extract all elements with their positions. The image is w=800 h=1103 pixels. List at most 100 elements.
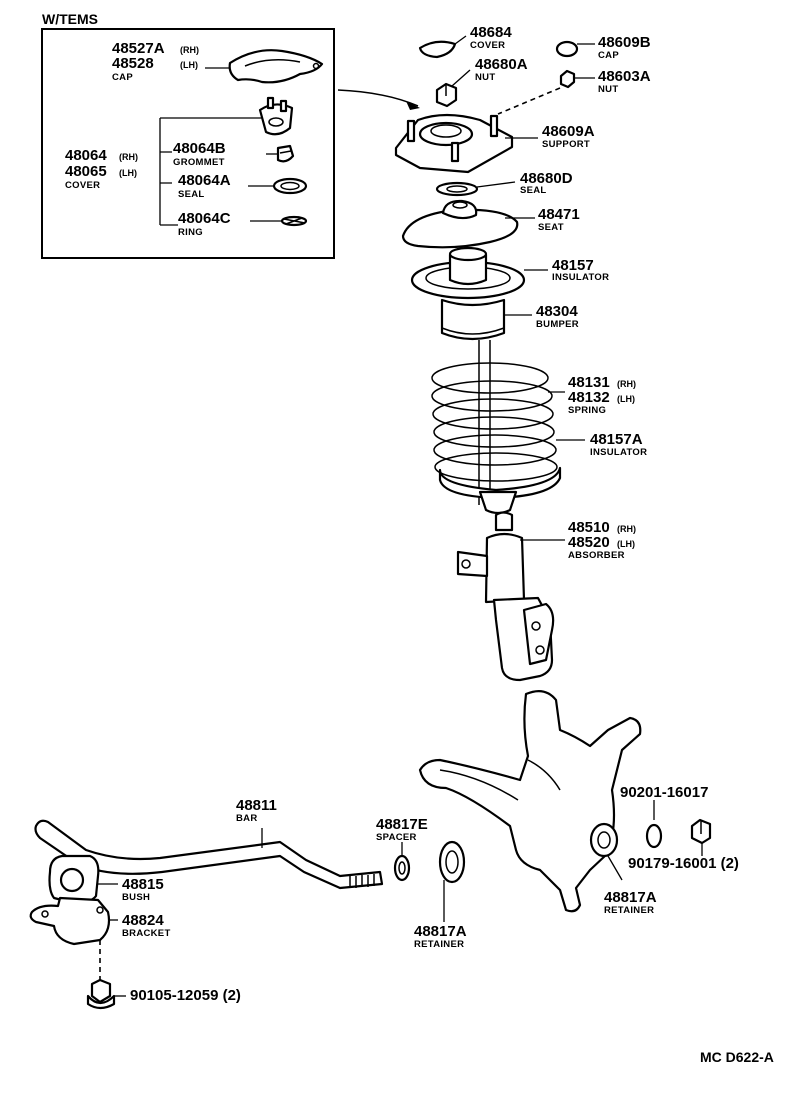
svg-text:48817A: 48817A [604, 889, 657, 906]
callout-90201: 90201-16017 [620, 784, 708, 801]
cap-48527a-part [228, 49, 324, 84]
svg-text:48609A: 48609A [542, 123, 595, 140]
bush-48815-part [48, 854, 100, 904]
svg-text:COVER: COVER [65, 180, 100, 191]
diagram-code: MC D622-A [700, 1049, 774, 1065]
lead-48680d [476, 181, 516, 188]
svg-text:SEAL: SEAL [178, 189, 205, 200]
svg-text:48680A: 48680A [475, 56, 528, 73]
seat-48471-part [401, 199, 519, 249]
insulator-48157-part [410, 246, 526, 300]
bracket-48824-part [29, 896, 111, 946]
svg-text:48510: 48510 [568, 519, 610, 536]
svg-text:(LH): (LH) [617, 539, 635, 549]
callout-90105: 90105-12059 (2) [130, 987, 241, 1004]
svg-text:48064C: 48064C [178, 210, 231, 227]
callout-48471: 48471 SEAT [538, 206, 580, 233]
svg-text:ABSORBER: ABSORBER [568, 550, 625, 561]
svg-text:CAP: CAP [112, 72, 133, 83]
svg-text:48603A: 48603A [598, 68, 651, 85]
inset-arrow [337, 89, 419, 107]
bumper-48304-part [440, 298, 506, 341]
svg-text:48064A: 48064A [178, 172, 231, 189]
callout-90179: 90179-16001 (2) [628, 855, 739, 872]
svg-text:48811: 48811 [236, 797, 277, 814]
stabilizer-bar-48811-part [34, 819, 384, 890]
svg-text:SPACER: SPACER [376, 832, 417, 843]
callout-48817a-left: 48817A RETAINER [414, 923, 467, 950]
svg-text:BAR: BAR [236, 813, 257, 824]
callout-48157a: 48157A INSULATOR [590, 431, 647, 458]
spring-48131-part [431, 340, 558, 505]
insulator-48157a-part [438, 466, 562, 515]
callout-48064b: 48064B GROMMET [173, 140, 226, 168]
inset-frame [41, 28, 335, 259]
svg-text:CAP: CAP [598, 50, 619, 61]
callout-48811: 48811 BAR [236, 797, 277, 824]
callout-48817e: 48817E SPACER [376, 816, 428, 843]
nut-48603a-part [559, 69, 576, 89]
svg-text:SEAL: SEAL [520, 185, 547, 196]
svg-text:COVER: COVER [470, 40, 505, 51]
callout-48680d: 48680D SEAL [520, 170, 573, 196]
svg-text:NUT: NUT [598, 84, 618, 95]
lead-48684 [454, 35, 467, 45]
callout-48131: 48131 (RH) 48132 (LH) SPRING [568, 374, 636, 416]
callout-48510: 48510 (RH) 48520 (LH) ABSORBER [568, 519, 636, 561]
svg-text:SEAT: SEAT [538, 222, 564, 233]
callout-48527: 48527A (RH) 48528 (LH) CAP [112, 40, 199, 83]
svg-text:48527A: 48527A [112, 40, 165, 57]
svg-text:90201-16017: 90201-16017 [620, 784, 708, 801]
callout-48064c: 48064C RING [178, 210, 231, 238]
svg-text:(RH): (RH) [119, 152, 138, 162]
svg-text:48520: 48520 [568, 534, 610, 551]
svg-text:48304: 48304 [536, 303, 578, 320]
callout-48680a: 48680A NUT [475, 56, 528, 83]
callout-48064: 48064 (RH) 48065 (LH) COVER [65, 147, 138, 191]
seal-48064a-part [272, 177, 308, 195]
svg-text:BUSH: BUSH [122, 892, 150, 903]
header-title: W/TEMS [42, 11, 98, 27]
callout-48304: 48304 BUMPER [536, 303, 579, 330]
lead-48680a [451, 69, 471, 87]
svg-text:48680D: 48680D [520, 170, 573, 187]
cover-48064-part [258, 96, 294, 136]
bolt-90105-part [86, 978, 116, 1010]
svg-text:48528: 48528 [112, 55, 154, 72]
callout-48817a-right: 48817A RETAINER [604, 889, 657, 916]
svg-text:48684: 48684 [470, 24, 512, 41]
nut-90179-part [690, 818, 712, 845]
ring-48064c-part [280, 215, 308, 227]
svg-text:SPRING: SPRING [568, 405, 606, 416]
support-48609a-part [394, 113, 514, 174]
retainer-48817a-left-part [438, 840, 466, 884]
nut-48680a-part [435, 82, 458, 108]
svg-text:48824: 48824 [122, 912, 164, 929]
svg-text:(RH): (RH) [617, 524, 636, 534]
lead-48064-bracket [159, 117, 262, 226]
absorber-48510-part [456, 511, 555, 682]
seal-48680d-part [435, 181, 479, 197]
svg-text:48157A: 48157A [590, 431, 643, 448]
svg-text:48132: 48132 [568, 389, 610, 406]
svg-text:48131: 48131 [568, 374, 610, 391]
svg-text:90179-16001 (2): 90179-16001 (2) [628, 855, 739, 872]
callout-48064a: 48064A SEAL [178, 172, 231, 200]
svg-text:INSULATOR: INSULATOR [590, 447, 647, 458]
grommet-48064b-part [276, 144, 295, 163]
stud-dashed-line [497, 87, 561, 115]
spacer-48817e-part [393, 854, 411, 882]
svg-text:BUMPER: BUMPER [536, 319, 579, 330]
callout-48157: 48157 INSULATOR [552, 257, 609, 283]
callout-48815: 48815 BUSH [122, 876, 164, 903]
svg-text:BRACKET: BRACKET [122, 928, 171, 939]
svg-text:(RH): (RH) [617, 379, 636, 389]
svg-text:48609B: 48609B [598, 34, 651, 51]
svg-text:SUPPORT: SUPPORT [542, 139, 590, 150]
svg-text:INSULATOR: INSULATOR [552, 272, 609, 283]
svg-text:(LH): (LH) [180, 60, 198, 70]
callout-48609b: 48609B CAP [598, 34, 651, 61]
svg-text:GROMMET: GROMMET [173, 157, 225, 168]
